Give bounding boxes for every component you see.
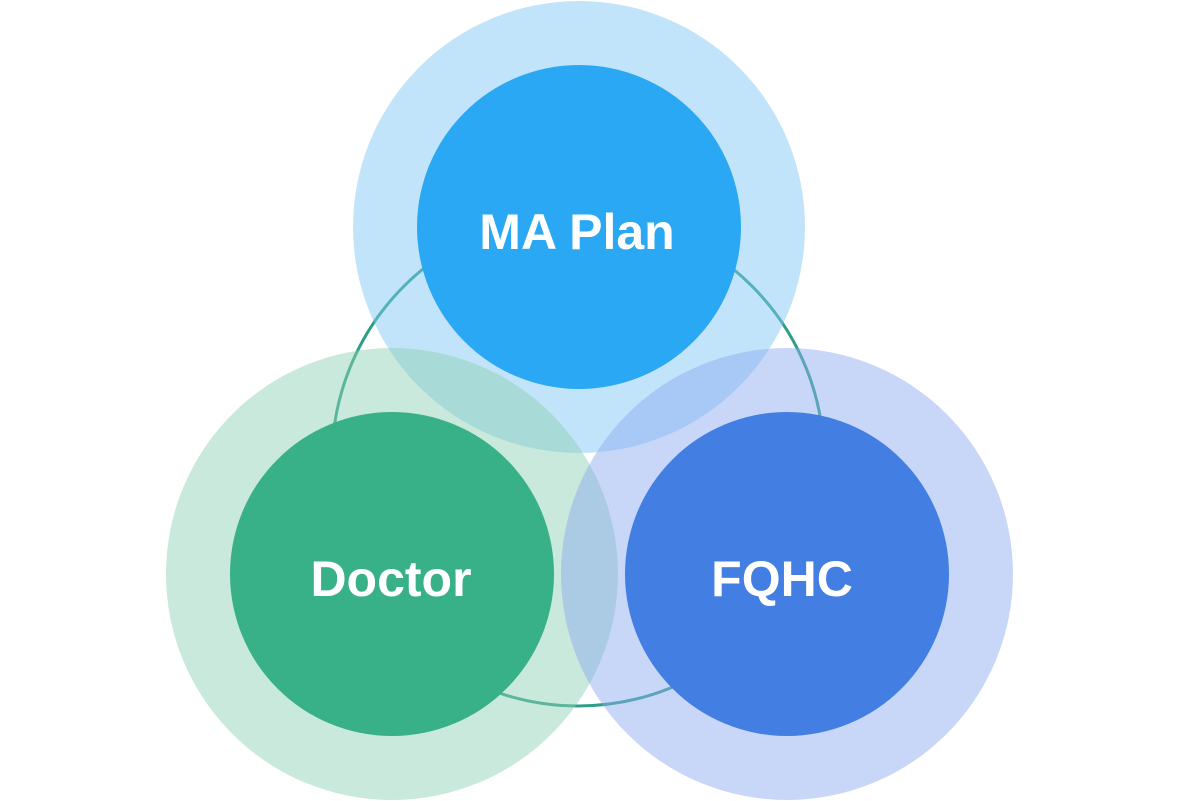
label-ma-plan: MA Plan bbox=[479, 204, 674, 260]
label-doctor: Doctor bbox=[310, 551, 471, 607]
node-ma-plan bbox=[417, 65, 741, 389]
label-fqhc: FQHC bbox=[711, 551, 853, 607]
node-fqhc bbox=[625, 412, 949, 736]
node-doctor bbox=[230, 412, 554, 736]
